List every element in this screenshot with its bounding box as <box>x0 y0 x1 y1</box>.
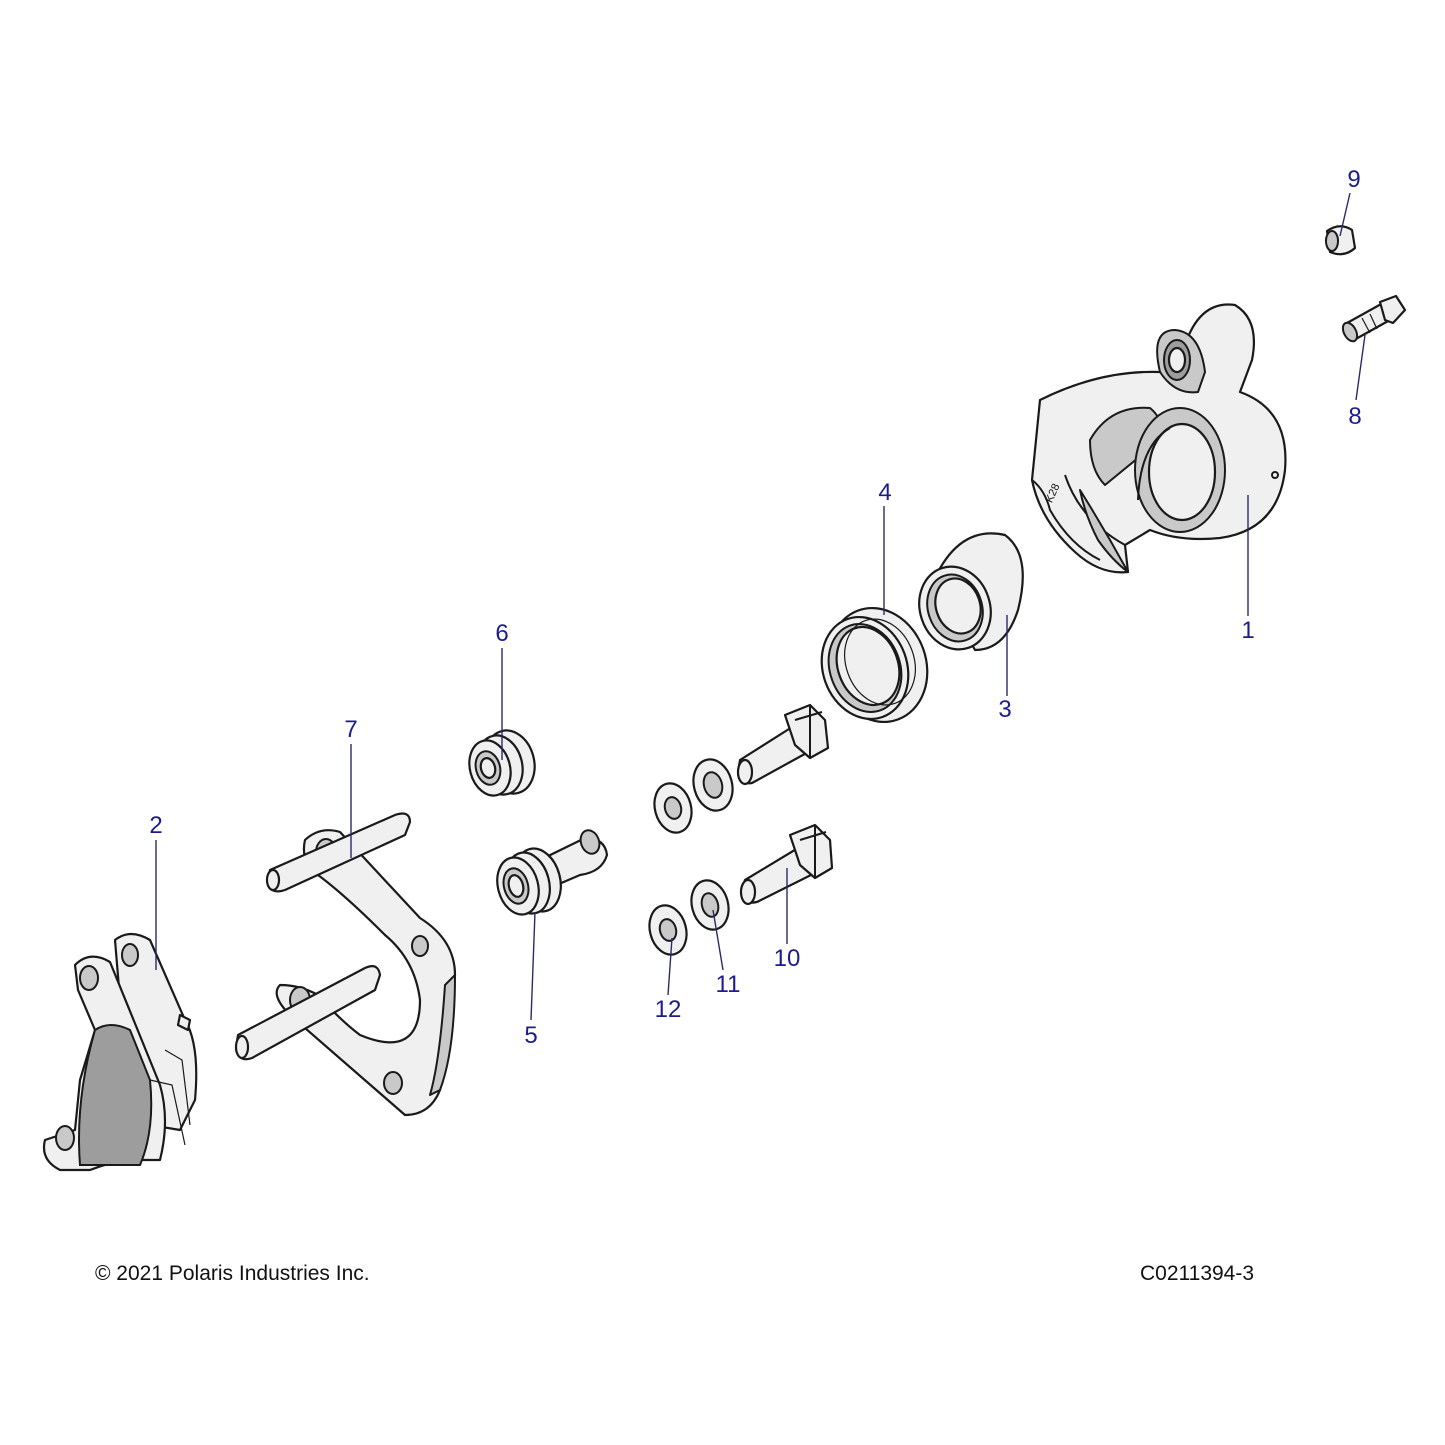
part-1-caliper-body: K28 <box>1030 303 1287 574</box>
callout-12: 12 <box>655 996 682 1023</box>
part-8-bleeder-screw <box>1341 294 1407 343</box>
callout-7: 7 <box>344 716 357 743</box>
part-5-guide-pin <box>496 829 609 916</box>
leader-8 <box>1355 334 1366 401</box>
callouts: 1 2 3 4 5 6 7 8 9 10 11 12 <box>149 166 1361 1049</box>
part-10-bolt-upper <box>736 703 830 786</box>
part-11-washer-lower <box>690 879 730 931</box>
part-12-washer-upper <box>653 782 693 834</box>
callout-4: 4 <box>878 479 891 506</box>
leader-5 <box>530 911 536 1021</box>
part-6-boot <box>468 729 536 797</box>
callout-11: 11 <box>716 971 741 998</box>
callout-3: 3 <box>998 696 1011 723</box>
callout-6: 6 <box>495 620 508 647</box>
callout-2: 2 <box>149 812 162 839</box>
part-7-bracket <box>234 812 457 1117</box>
part-12-washer-lower <box>648 904 688 956</box>
part-10-bolt-lower <box>739 823 834 906</box>
leader-12 <box>667 937 673 996</box>
callout-1: 1 <box>1241 617 1254 644</box>
part-4-seals <box>820 606 929 724</box>
callout-5: 5 <box>524 1022 537 1049</box>
leader-lines <box>155 192 1366 1021</box>
callout-10: 10 <box>774 945 801 972</box>
part-3-piston <box>918 532 1024 652</box>
part-2-brake-pads <box>42 932 198 1172</box>
leader-11 <box>712 909 724 971</box>
part-9-bleeder-cap <box>1325 225 1357 256</box>
callout-9: 9 <box>1347 166 1360 193</box>
drawing-number: C0211394-3 <box>1140 1262 1255 1285</box>
copyright-notice: © 2021 Polaris Industries Inc. <box>95 1262 370 1285</box>
leader-9 <box>1339 192 1351 237</box>
callout-8: 8 <box>1348 403 1361 430</box>
part-11-washer-upper <box>692 758 734 812</box>
